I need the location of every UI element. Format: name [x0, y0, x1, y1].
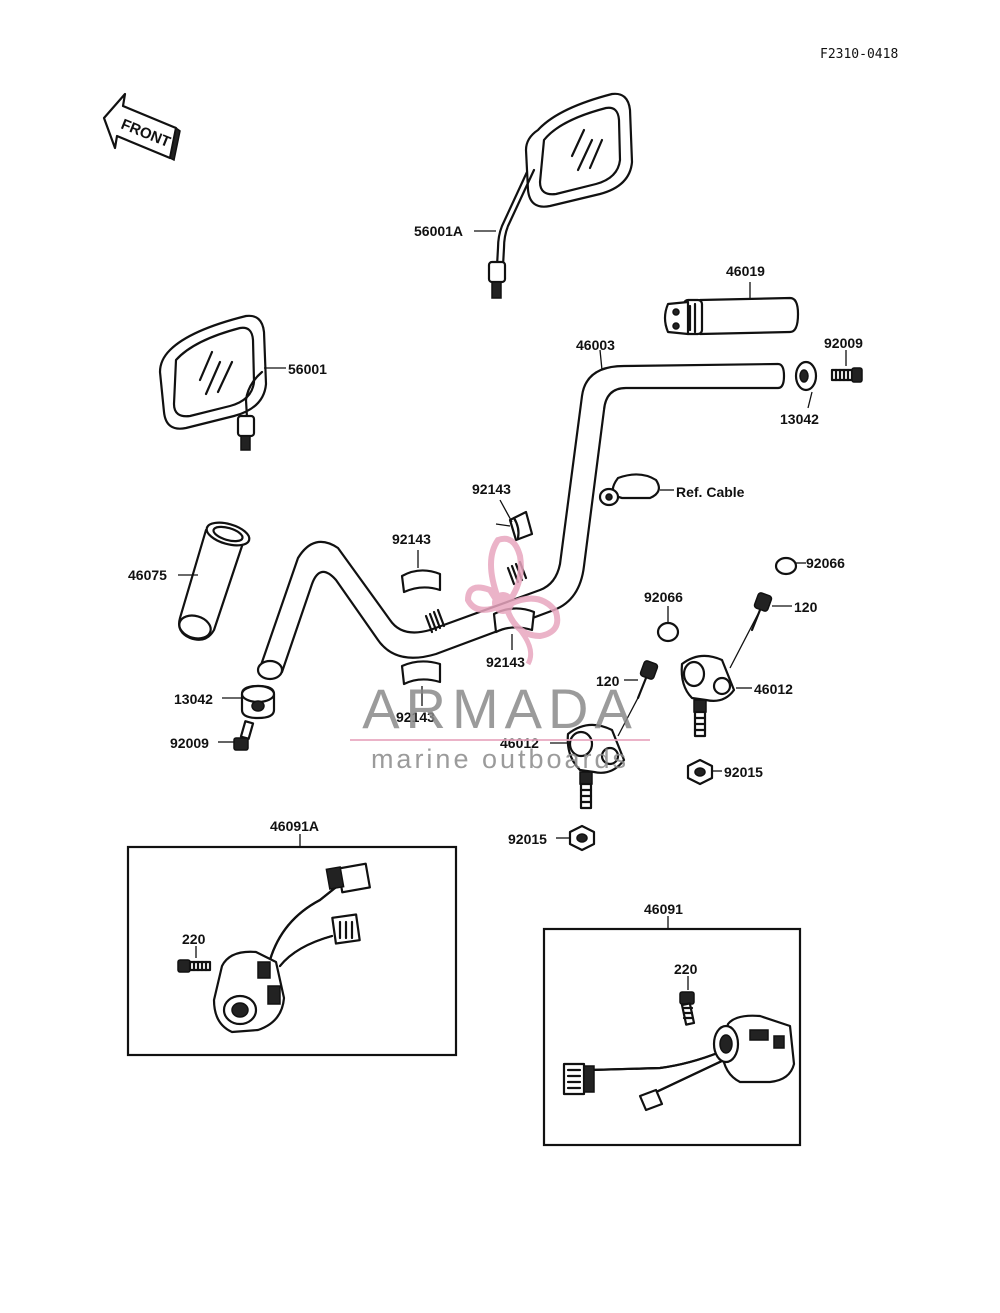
- diagram-code: F2310-0418: [820, 47, 898, 62]
- left-grip: [178, 521, 251, 641]
- right-end-weight: [794, 360, 818, 392]
- screw-switch-right: [679, 991, 696, 1026]
- front-arrow-icon: FRONT: [102, 92, 181, 162]
- right-end-bolt: [830, 367, 863, 383]
- label-cap-right: 92066: [806, 555, 845, 571]
- screw-switch-left: [177, 959, 212, 973]
- label-mirror-left: 56001: [288, 361, 327, 377]
- left-mirror: [158, 314, 268, 451]
- clip-top: [508, 510, 534, 542]
- label-nut-left: 92015: [508, 831, 547, 847]
- watermark-tagline: marine outboards: [371, 744, 629, 774]
- watermark-logo: ARMADA marine outboards: [350, 535, 650, 774]
- throttle-grip: [663, 296, 800, 336]
- holder-right: [680, 654, 736, 738]
- label-ref-cable: Ref. Cable: [676, 484, 745, 500]
- label-weight-left-end: 13042: [174, 691, 213, 707]
- label-weight-right-end: 13042: [780, 411, 819, 427]
- label-screw-switch-left: 220: [182, 931, 206, 947]
- cable-clamp: [598, 473, 660, 507]
- label-bolt-right-end: 92009: [824, 335, 863, 351]
- nut-right: [686, 758, 714, 786]
- label-switch-right: 46091: [644, 901, 683, 917]
- label-holder-right: 46012: [754, 681, 793, 697]
- nut-left: [568, 824, 596, 852]
- label-bolt-holder-left: 120: [596, 673, 620, 689]
- watermark-brand: ARMADA: [362, 677, 638, 740]
- label-clip-lower: 92143: [396, 709, 435, 725]
- switch-left-box: [126, 845, 458, 1057]
- label-bolt-left-end: 92009: [170, 735, 209, 751]
- label-screw-switch-right: 220: [674, 961, 698, 977]
- switch-right: [562, 1014, 796, 1112]
- label-mirror-right: 56001A: [414, 223, 463, 239]
- bolt-holder-right: [750, 592, 773, 632]
- left-end-bolt: [233, 720, 255, 751]
- label-clip-top: 92143: [472, 481, 511, 497]
- cap-middle: [656, 621, 680, 643]
- switch-right-box: [542, 927, 802, 1147]
- right-mirror: [487, 92, 634, 299]
- watermark-propeller-icon: [464, 535, 561, 666]
- left-end-weight: [240, 684, 276, 720]
- label-bolt-holder-right: 120: [794, 599, 818, 615]
- label-handlebar: 46003: [576, 337, 615, 353]
- handlebar: [256, 362, 786, 681]
- label-clip-upper-left: 92143: [392, 531, 431, 547]
- switch-left: [212, 862, 371, 1034]
- clip-upper-left: [400, 569, 442, 594]
- label-throttle-grip: 46019: [726, 263, 765, 279]
- bolt-holder-left: [636, 660, 659, 700]
- label-switch-left: 46091A: [270, 818, 319, 834]
- cap-right: [774, 556, 798, 576]
- holder-left: [566, 723, 626, 810]
- label-grip-left: 46075: [128, 567, 167, 583]
- label-clip-middle: 92143: [486, 654, 525, 670]
- clip-lower: [400, 660, 442, 686]
- label-cap-middle: 92066: [644, 589, 683, 605]
- label-nut-right: 92015: [724, 764, 763, 780]
